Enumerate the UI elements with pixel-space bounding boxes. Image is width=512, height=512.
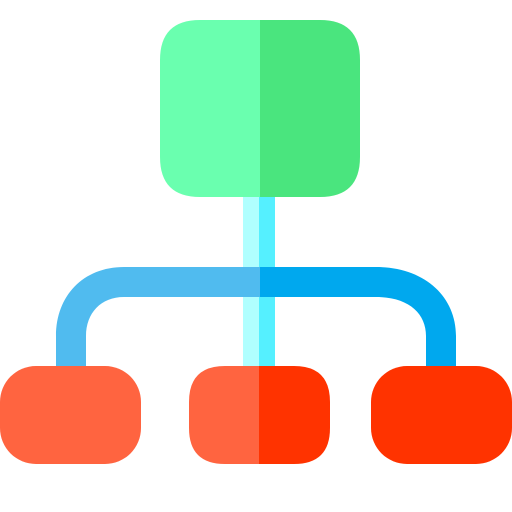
child-node-right: [371, 366, 512, 464]
child-node-middle-right-half: [259, 366, 330, 464]
branch-connector-right: [260, 267, 456, 380]
top-node-right-half: [260, 20, 360, 197]
top-node-left-half: [160, 20, 260, 197]
top-node: [160, 20, 360, 197]
child-node-left: [0, 366, 141, 464]
child-node-middle-left-half: [189, 366, 260, 464]
child-node-middle: [189, 366, 330, 464]
branch-connector-left: [56, 267, 260, 380]
